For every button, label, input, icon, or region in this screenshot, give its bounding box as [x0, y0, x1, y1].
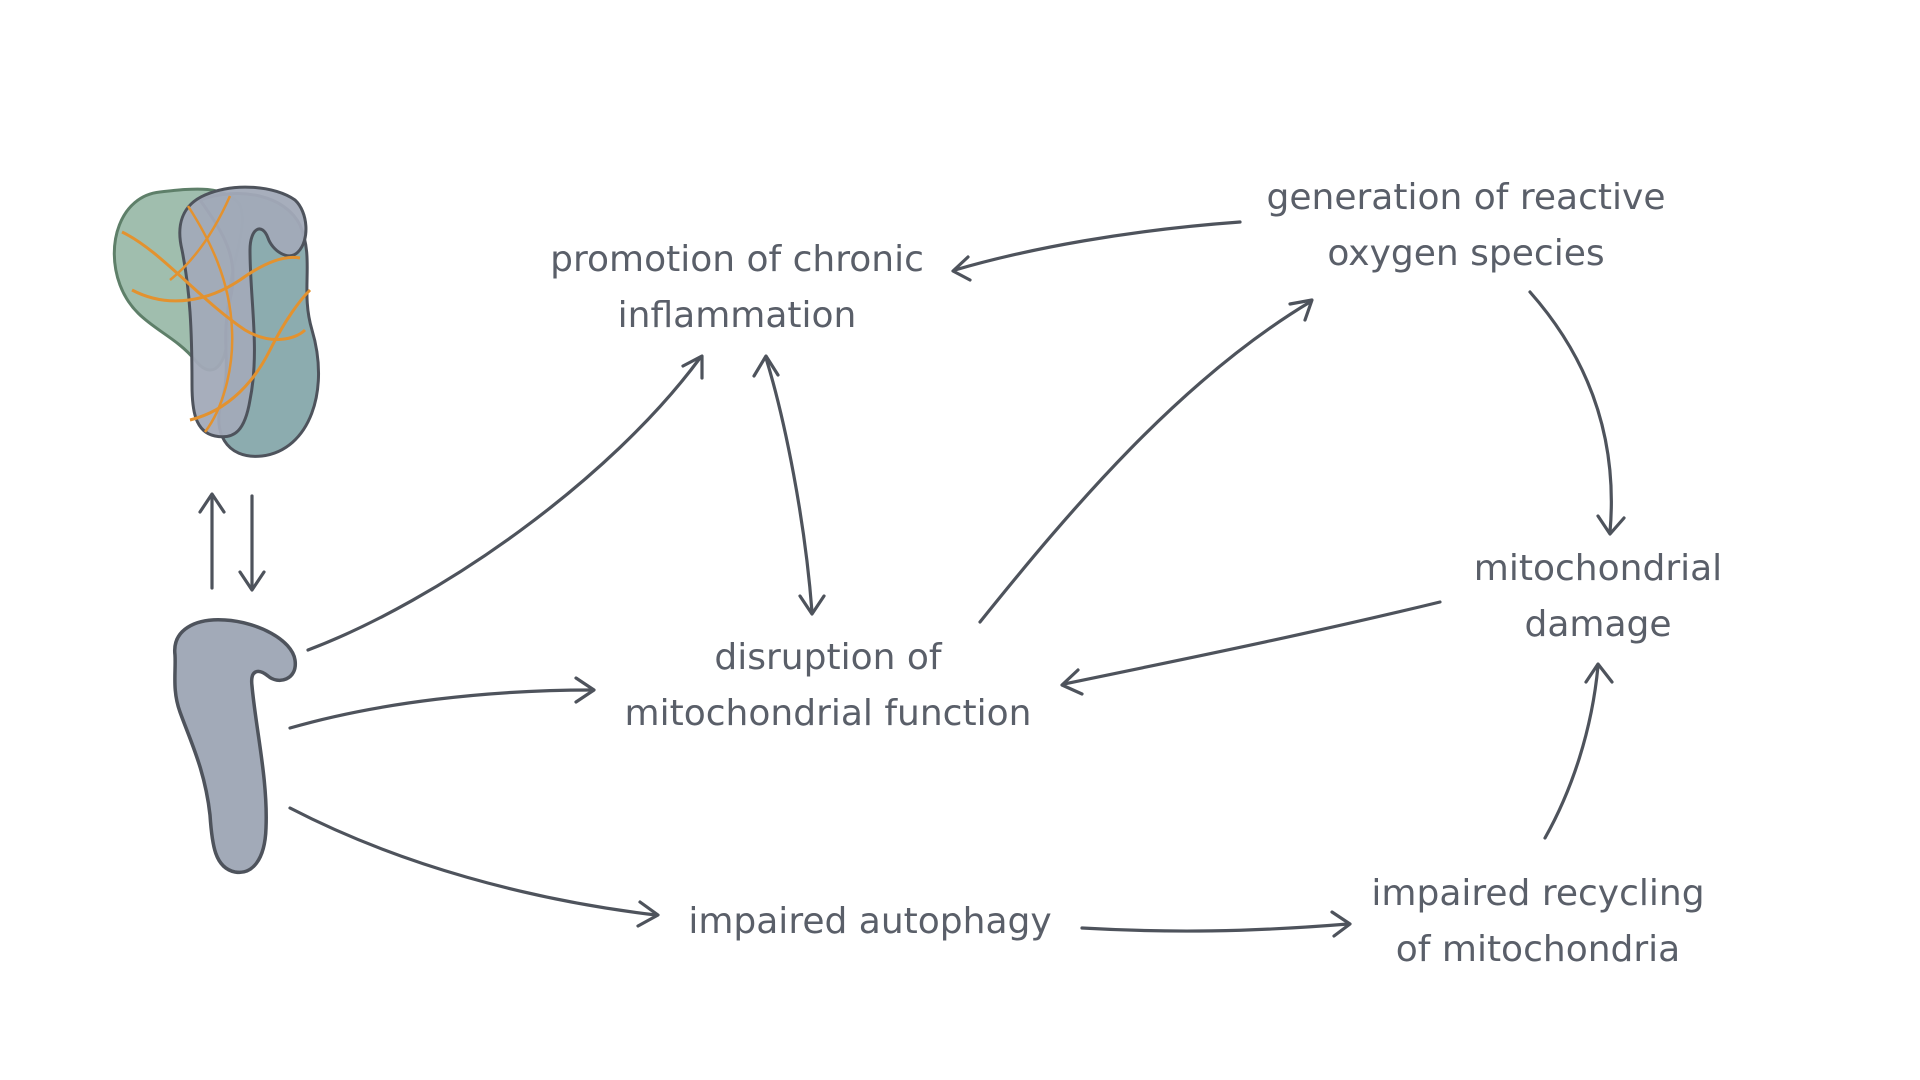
- arrow-mito-damage-to-mito-function: [1060, 600, 1442, 696]
- node-mito-function-line-2: mitochondrial function: [624, 693, 1032, 734]
- arrow-monomer-to-mito-function: [288, 676, 596, 730]
- node-ros-line-1: generation of reactive: [1266, 177, 1666, 218]
- protein-aggregate-icon: [112, 185, 320, 458]
- node-mito-damage: mitochondrial damage: [1474, 541, 1722, 653]
- node-ros-line-2: oxygen species: [1327, 233, 1605, 274]
- arrow-recycling-to-mito-damage: [1543, 662, 1614, 840]
- equilibrium-arrows: [198, 492, 266, 592]
- node-inflammation-line-2: inflammation: [617, 295, 857, 336]
- node-inflammation-line-1: promotion of chronic: [550, 239, 924, 280]
- arrow-ros-to-mito-damage: [1528, 290, 1626, 536]
- protein-monomer-icon: [173, 618, 297, 875]
- node-autophagy-line-1: impaired autophagy: [688, 901, 1052, 942]
- arrow-monomer-to-autophagy: [288, 806, 660, 928]
- arrow-ros-to-inflammation: [951, 220, 1242, 282]
- node-ros: generation of reactive oxygen species: [1267, 170, 1666, 282]
- node-mito-damage-line-2: damage: [1524, 604, 1672, 645]
- arrow-mito-function-to-ros: [978, 298, 1314, 624]
- node-mito-function: disruption of mitochondrial function: [625, 630, 1032, 742]
- node-autophagy: impaired autophagy: [688, 894, 1051, 950]
- node-mito-function-line-1: disruption of: [714, 637, 942, 678]
- node-mito-damage-line-1: mitochondrial: [1473, 548, 1723, 589]
- arrow-inflammation-mito-function: [752, 354, 826, 616]
- arrow-autophagy-to-recycling: [1080, 910, 1352, 938]
- node-recycling-line-2: of mitochondria: [1395, 929, 1681, 970]
- arrow-monomer-to-inflammation: [306, 354, 704, 652]
- node-recycling-line-1: impaired recycling: [1371, 873, 1705, 914]
- node-inflammation: promotion of chronic inflammation: [550, 232, 924, 344]
- node-recycling: impaired recycling of mitochondria: [1371, 866, 1704, 978]
